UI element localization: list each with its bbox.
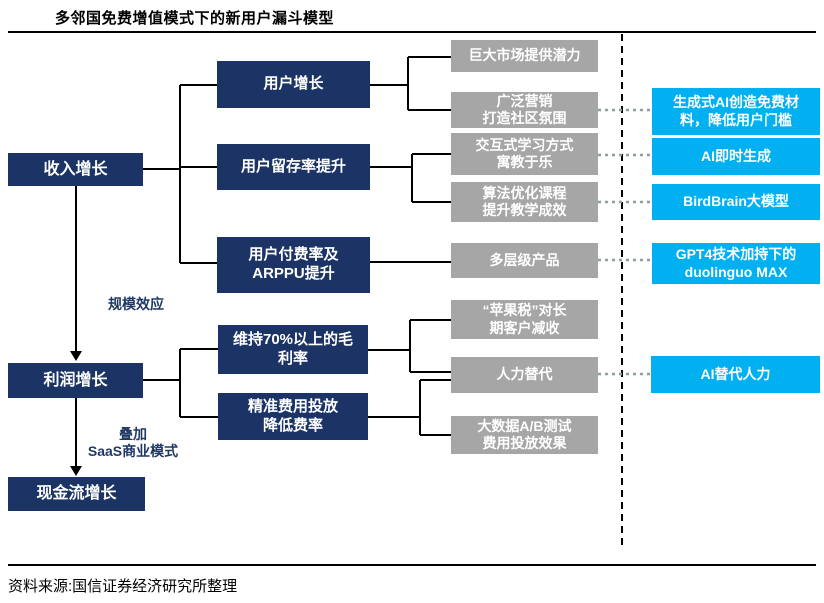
revenue-tree-connectors bbox=[143, 56, 451, 264]
node-user-growth: 用户增长 bbox=[217, 61, 370, 108]
node-interactive-learning: 交互式学习方式 寓教于乐 bbox=[451, 133, 598, 175]
node-gen-ai-materials: 生成式AI创造免费材 料，降低用户门槛 bbox=[652, 88, 820, 135]
source-note: 资料来源:国信证券经济研究所整理 bbox=[8, 578, 238, 595]
node-gross-margin: 维持70%以上的毛 利率 bbox=[218, 325, 368, 374]
node-algorithm-courses: 算法优化课程 提升教学成效 bbox=[451, 182, 598, 222]
node-profit-growth: 利润增长 bbox=[8, 363, 143, 398]
scale-effect-label: 规模效应 bbox=[108, 296, 164, 312]
title-divider bbox=[8, 31, 816, 33]
node-birdbrain-model: BirdBrain大模型 bbox=[652, 184, 820, 220]
node-human-replacement: 人力替代 bbox=[451, 357, 598, 393]
node-payment-arppu: 用户付费率及 ARPPU提升 bbox=[217, 237, 370, 293]
page-title: 多邻国免费增值模式下的新用户漏斗模型 bbox=[55, 10, 335, 27]
node-bigdata-ab-test: 大数据A/B测试 费用投放效果 bbox=[451, 416, 598, 454]
ai-dotted-links bbox=[598, 108, 652, 376]
saas-model-label: 叠加 SaaS商业模式 bbox=[87, 426, 179, 459]
node-revenue-growth: 收入增长 bbox=[8, 153, 143, 186]
node-apple-tax: “苹果税”对长 期客户减收 bbox=[451, 300, 598, 339]
down-arrows bbox=[70, 186, 82, 476]
node-ai-replaces-human: AI替代人力 bbox=[651, 356, 820, 393]
profit-tree-connectors bbox=[143, 319, 451, 436]
node-cashflow-growth: 现金流增长 bbox=[8, 477, 145, 511]
node-multi-tier-product: 多层级产品 bbox=[451, 243, 598, 278]
footer-divider bbox=[8, 564, 816, 566]
node-huge-market: 巨大市场提供潜力 bbox=[451, 40, 598, 72]
node-gpt4-duolingo-max: GPT4技术加持下的 duolinguo MAX bbox=[652, 243, 820, 284]
node-ai-instant-generation: AI即时生成 bbox=[652, 138, 820, 175]
node-expense-control: 精准费用投放 降低费率 bbox=[218, 393, 368, 440]
node-broad-marketing: 广泛营销 打造社区氛围 bbox=[451, 92, 598, 128]
node-retention-rate: 用户留存率提升 bbox=[217, 144, 370, 190]
